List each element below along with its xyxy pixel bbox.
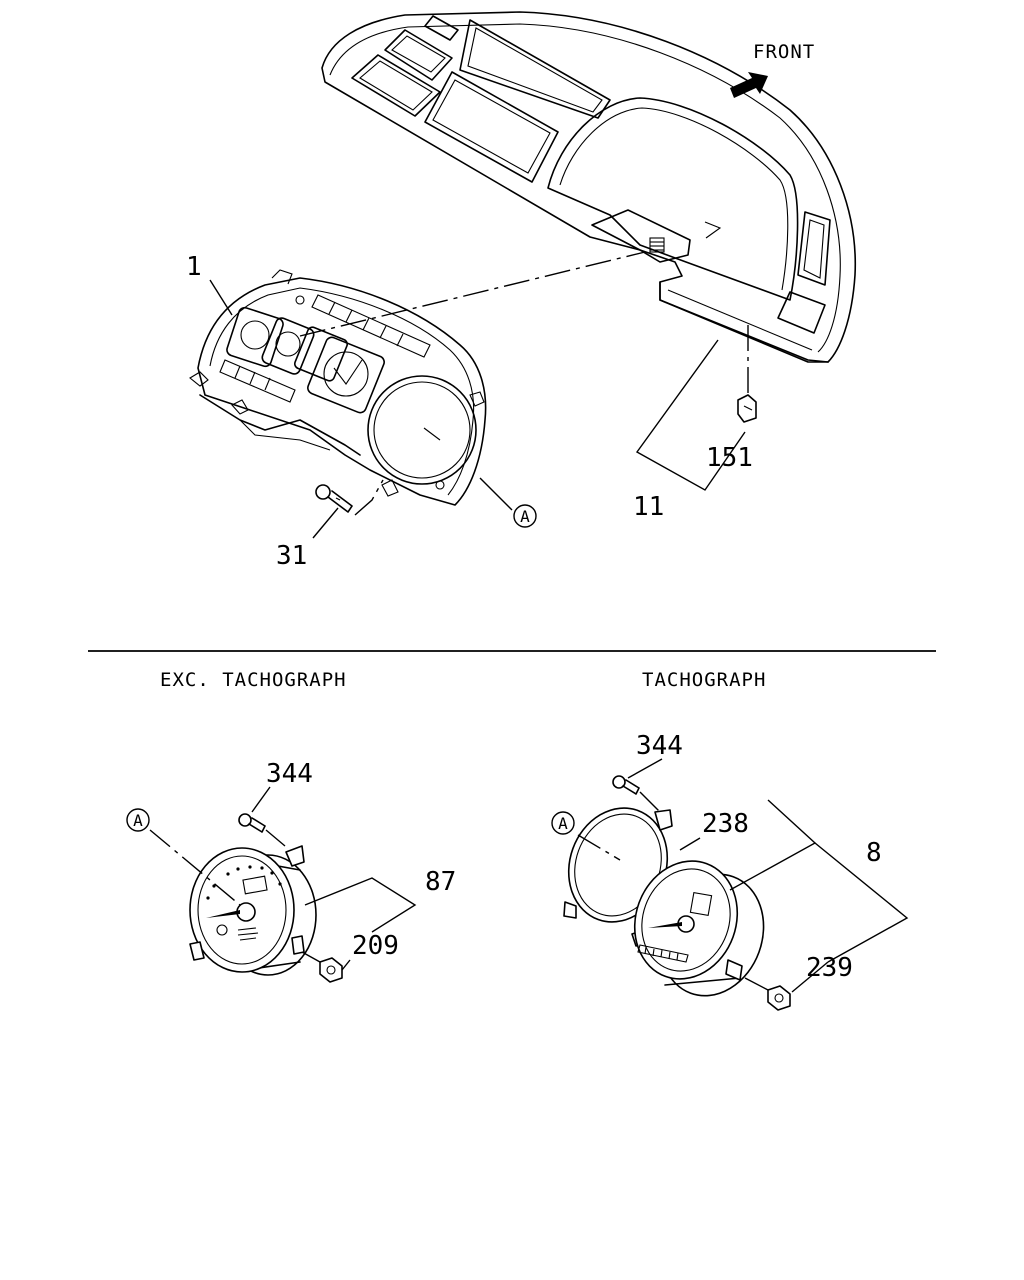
- label-part-87: 87: [425, 867, 456, 897]
- svg-text:A: A: [520, 507, 530, 526]
- nut-209-icon: [319, 957, 343, 983]
- assembly-line-nut-209: [301, 951, 321, 963]
- ref-a-right: A: [551, 811, 575, 835]
- label-part-8: 8: [866, 838, 882, 868]
- front-arrow-icon: [730, 72, 768, 98]
- assembly-line-screw-344-right: [639, 791, 661, 813]
- assembly-line-cluster-panel: [299, 251, 646, 337]
- assembly-line-nut-239: [744, 977, 769, 991]
- nut-239-icon: [767, 985, 791, 1011]
- tachograph-8: [633, 860, 765, 997]
- label-part-239: 239: [806, 953, 853, 983]
- label-part-344-left: 344: [266, 759, 313, 789]
- label-part-151: 151: [706, 443, 753, 473]
- screw-31-icon: [315, 484, 353, 513]
- assembly-line-ref-a-left: [149, 829, 241, 906]
- clip-151-icon: [737, 394, 757, 423]
- label-part-238: 238: [702, 809, 749, 839]
- screw-344-left-icon: [238, 813, 266, 833]
- svg-text:A: A: [133, 811, 143, 830]
- screw-344-right-icon: [612, 775, 640, 795]
- ref-a-left: A: [126, 808, 150, 832]
- speedometer-87: [189, 845, 317, 976]
- instrument-cluster: [189, 269, 487, 506]
- ref-a-top: A: [513, 504, 537, 528]
- dashboard-panel: [321, 11, 857, 363]
- label-part-344-right: 344: [636, 731, 683, 761]
- assembly-line-screw-344-left: [265, 829, 286, 847]
- caption-exc-tachograph: EXC. TACHOGRAPH: [160, 669, 347, 691]
- svg-text:A: A: [558, 814, 568, 833]
- front-label: FRONT: [753, 41, 815, 63]
- label-part-11: 11: [633, 492, 664, 522]
- caption-tachograph: TACHOGRAPH: [642, 669, 766, 691]
- label-part-31: 31: [276, 541, 307, 571]
- assembly-line-screw-31: [354, 479, 384, 516]
- label-part-209: 209: [352, 931, 399, 961]
- assembly-line-ref-a-right: [577, 834, 621, 861]
- label-part-1: 1: [186, 252, 202, 282]
